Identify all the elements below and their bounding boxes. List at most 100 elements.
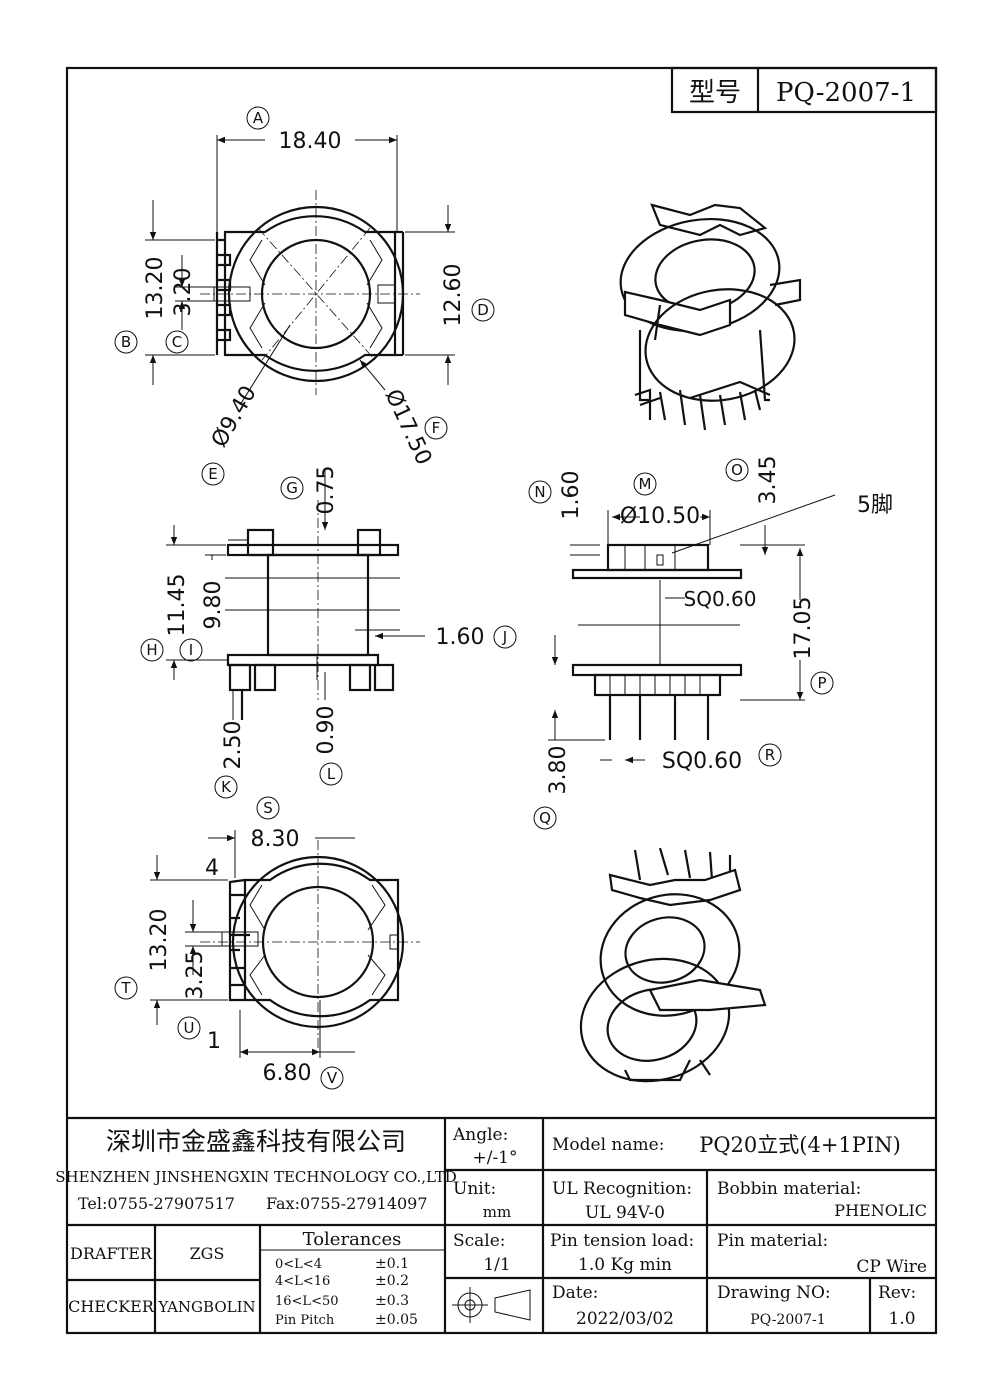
marker-p: P [817, 674, 826, 692]
marker-v: V [327, 1069, 338, 1087]
scale-label: Scale: [453, 1231, 506, 1251]
tolerance-range: 16<L<50 [275, 1294, 339, 1309]
bobbin-value: PHENOLIC [834, 1201, 927, 1220]
bottom-view: 8.30 S 4 1 13.20 T 3.25 U 6.80 V [114, 796, 420, 1090]
isometric-view-top [619, 203, 802, 431]
drawing-no-value: PQ-2007-1 [750, 1312, 825, 1328]
pin-top-flange-dim: 1.60 [559, 471, 584, 520]
model-box: 型号 PQ-2007-1 [670, 66, 938, 114]
date-value: 2022/03/02 [576, 1309, 674, 1329]
checker-label: CHECKER [68, 1297, 155, 1316]
angle-label: Angle: [452, 1125, 508, 1145]
model-type-value: PQ-2007-1 [776, 78, 916, 108]
side-flange-dim: 0.75 [314, 466, 339, 515]
tolerance-range: Pin Pitch [275, 1313, 335, 1328]
projection-symbol-icon [452, 1287, 531, 1323]
marker-f: F [432, 419, 441, 437]
top-outer-dia-dim: Ø17.50 [380, 386, 437, 469]
pin-material-label: Pin material: [717, 1231, 828, 1251]
pin-material-value: CP Wire [856, 1257, 927, 1277]
side-pin-len-dim: 2.50 [221, 721, 246, 770]
tolerance-value: ±0.3 [375, 1293, 409, 1309]
title-block: 深圳市金盛鑫科技有限公司 SHENZHEN JINSHENGXIN TECHNO… [55, 1116, 936, 1333]
marker-c: C [172, 333, 182, 351]
drafter-value: ZGS [190, 1244, 225, 1263]
side-base-dim: 0.90 [314, 706, 339, 755]
marker-i: I [189, 641, 193, 659]
marker-j: J [502, 628, 507, 646]
marker-b: B [121, 333, 131, 351]
model-name-value: PQ20立式(4+1PIN) [699, 1133, 901, 1157]
pin-offset-dim: 3.45 [756, 456, 781, 505]
pin-sq-top-dim: SQ0.60 [684, 587, 757, 611]
top-right-height-dim: 12.60 [441, 264, 466, 327]
company-fax: Fax:0755-27914097 [266, 1194, 428, 1213]
top-view: 18.40 A 13.20 B 3.20 C 12.60 D Ø9.40 E Ø… [114, 106, 495, 486]
unit-value: mm [483, 1203, 511, 1221]
model-type-label: 型号 [689, 78, 741, 108]
marker-m: M [639, 475, 652, 493]
side-total-height-dim: 11.45 [165, 574, 190, 637]
side-winding-height-dim: 9.80 [201, 581, 226, 630]
drawing-border [65, 66, 938, 1335]
bottom-pin1-label: 1 [207, 1029, 221, 1054]
marker-l: L [327, 765, 336, 783]
top-inner-dia-dim: Ø9.40 [207, 382, 262, 452]
side-view: 11.45 H 9.80 I 0.75 G 1.60 J 2.50 K 0.90… [140, 466, 517, 799]
top-slot-dim: 3.20 [171, 268, 196, 317]
pin-tension-label: Pin tension load: [550, 1231, 694, 1251]
rev-label: Rev: [878, 1283, 916, 1303]
company-en: SHENZHEN JINSHENGXIN TECHNOLOGY CO.,LTD [55, 1168, 457, 1186]
pin-total-dim: 17.05 [791, 597, 816, 660]
pin-bottom-dim: 3.80 [546, 746, 571, 795]
marker-t: T [120, 979, 131, 997]
top-width-dim: 18.40 [279, 129, 342, 154]
tolerance-value: ±0.1 [375, 1256, 409, 1272]
ul-value: UL 94V-0 [585, 1203, 665, 1223]
marker-s: S [263, 799, 273, 817]
tolerance-value: ±0.05 [375, 1312, 418, 1328]
marker-a: A [253, 109, 264, 127]
marker-e: E [208, 465, 217, 483]
bottom-slot-dim: 3.25 [183, 951, 208, 1000]
bottom-pin-span-dim: 8.30 [251, 827, 300, 852]
bottom-height-dim: 13.20 [147, 909, 172, 972]
angle-value: +/-1° [472, 1148, 517, 1168]
tolerance-range: 0<L<4 [275, 1257, 322, 1272]
tolerance-list: 0<L<4 ±0.1 4<L<16 ±0.2 16<L<50 ±0.3 Pin … [275, 1256, 418, 1328]
marker-d: D [477, 301, 489, 319]
marker-r: R [765, 746, 775, 764]
drawing-no-label: Drawing NO: [717, 1283, 831, 1303]
marker-g: G [286, 479, 298, 497]
isometric-view-bottom [579, 847, 767, 1083]
side-gap-dim: 1.60 [436, 625, 485, 650]
bottom-pin-pitch-dim: 6.80 [263, 1061, 312, 1086]
marker-o: O [731, 461, 743, 479]
company-tel: Tel:0755-27907517 [78, 1194, 235, 1213]
pin5-label: 5脚 [857, 493, 893, 518]
marker-h: H [146, 641, 157, 659]
rev-value: 1.0 [888, 1309, 915, 1329]
unit-label: Unit: [453, 1179, 496, 1199]
marker-q: Q [539, 809, 551, 827]
model-name-label: Model name: [552, 1135, 664, 1155]
pin-tension-value: 1.0 Kg min [578, 1255, 672, 1275]
pin-sq-bottom-dim: SQ0.60 [662, 749, 742, 774]
tolerance-range: 4<L<16 [275, 1274, 330, 1289]
bobbin-label: Bobbin material: [717, 1179, 861, 1199]
marker-k: K [221, 778, 232, 796]
marker-n: N [534, 483, 545, 501]
tolerances-title: Tolerances [303, 1229, 402, 1250]
marker-u: U [184, 1019, 195, 1037]
pin-view: Ø10.50 M 1.60 N 3.45 O 5脚 SQ0.60 17.05 P… [528, 456, 893, 830]
scale-value: 1/1 [483, 1255, 510, 1275]
company-cn: 深圳市金盛鑫科技有限公司 [106, 1127, 406, 1156]
ul-label: UL Recognition: [552, 1179, 692, 1199]
checker-value: YANGBOLIN [157, 1298, 255, 1316]
bottom-pin4-label: 4 [205, 856, 219, 881]
top-height-dim: 13.20 [143, 257, 168, 320]
tolerance-value: ±0.2 [375, 1273, 409, 1289]
date-label: Date: [552, 1283, 598, 1303]
pin-diameter-dim: Ø10.50 [620, 504, 700, 529]
